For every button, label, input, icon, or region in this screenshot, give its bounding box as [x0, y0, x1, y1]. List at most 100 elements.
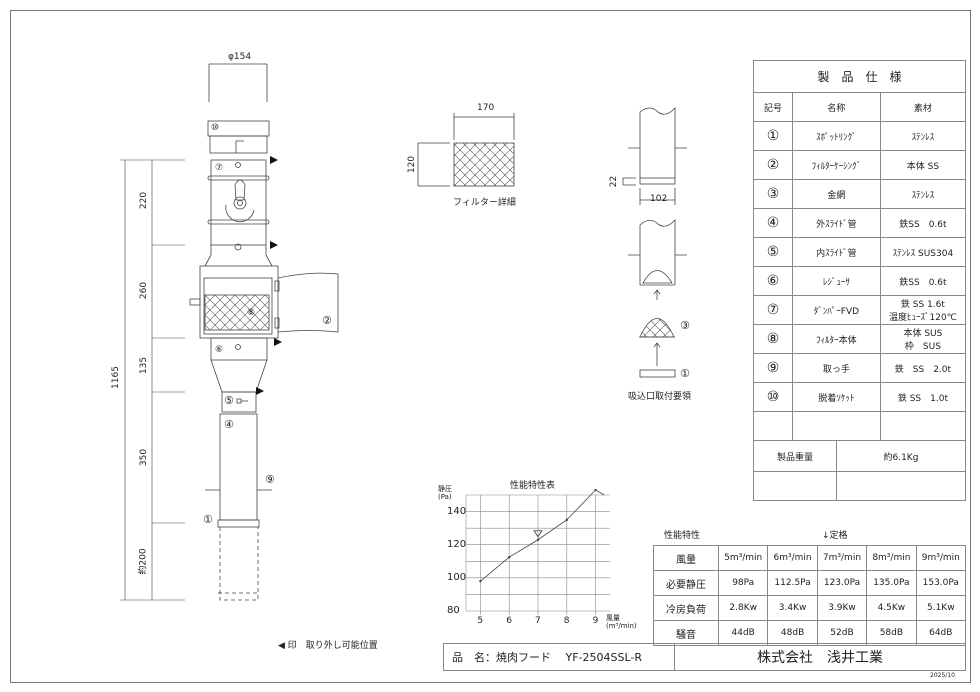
- spec-header-material: 素材: [879, 92, 967, 122]
- callout-4: ④: [224, 418, 234, 431]
- rated-point-marker: [533, 530, 543, 538]
- performance-label: 風量: [653, 545, 719, 571]
- spec-no: ①: [753, 121, 793, 151]
- spec-part-name: 内ｽﾗｲﾄﾞ管: [792, 237, 881, 267]
- performance-cell: 48dB: [767, 620, 818, 646]
- callout-3: ③: [680, 319, 690, 332]
- performance-cell: 64dB: [915, 620, 967, 646]
- drawing-frame: [10, 10, 971, 683]
- callout-7: ⑦: [215, 163, 224, 173]
- spec-row: ④ 外ｽﾗｲﾄﾞ管 鉄SS 0.6t: [753, 208, 967, 238]
- spec-no: ⑩: [753, 382, 793, 412]
- filter-door: [277, 272, 339, 333]
- dim-200: 約200: [138, 548, 149, 575]
- spec-title: 製 品 仕 様: [753, 60, 966, 93]
- chart-x-tick: 9: [592, 616, 599, 626]
- spec-part-name: ﾌｨﾙﾀｰｹｰｼﾝｸﾞ: [792, 150, 881, 180]
- spec-row: ③ 金網 ｽﾃﾝﾚｽ: [753, 179, 967, 209]
- spec-no: ⑧: [753, 324, 793, 354]
- dim-350: 350: [139, 448, 150, 467]
- removable-markers: [256, 156, 282, 395]
- product-name: 品 名：焼肉フード YF-2504SSL-R: [443, 643, 675, 671]
- dim-102: 102: [650, 194, 668, 204]
- performance-title: 性能特性: [664, 531, 701, 541]
- spec-part-name: 金網: [792, 179, 881, 209]
- chart-data-point: [536, 538, 540, 541]
- chart-y-tick: 120: [447, 538, 467, 550]
- reducer: [210, 337, 268, 361]
- performance-label: 必要静圧: [653, 570, 719, 596]
- performance-cell: 2.8Kw: [717, 595, 769, 621]
- rated-label: ↓定格: [822, 531, 848, 541]
- spec-row: ① ｽﾎﾟｯﾄﾘﾝｸﾞ ｽﾃﾝﾚｽ: [753, 121, 967, 151]
- performance-cell: 58dB: [866, 620, 917, 646]
- performance-cell: 8m³/min: [866, 545, 917, 571]
- spec-part-name: 外ｽﾗｲﾄﾞ管: [792, 208, 881, 238]
- performance-cell: 5m³/min: [717, 545, 769, 571]
- filter-mesh: [204, 294, 270, 331]
- chart-x-tick: 5: [477, 616, 484, 626]
- chart-y-tick: 80: [447, 605, 460, 616]
- spec-part-name: 脱着ｿｹｯﾄ: [792, 382, 881, 412]
- chart-title: 性能特性表: [510, 481, 556, 491]
- spec-row: ② ﾌｨﾙﾀｰｹｰｼﾝｸﾞ 本体 SS: [753, 150, 967, 180]
- spec-no: ④: [753, 208, 793, 238]
- spec-material: 鉄SS 0.6t: [879, 208, 967, 238]
- spec-part-name: ﾀﾞﾝﾊﾟｰFVD: [792, 295, 881, 325]
- spec-material: ｽﾃﾝﾚｽ: [879, 179, 967, 209]
- callout-8: ⑧: [247, 308, 256, 318]
- spec-material: 鉄 SS 2.0t: [879, 353, 967, 383]
- performance-cell: 112.5Pa: [767, 570, 818, 596]
- performance-label: 冷房負荷: [653, 595, 719, 621]
- callout-1: ①: [203, 513, 213, 526]
- chart-ylabel: 静圧 (Pa): [438, 485, 452, 501]
- chart-marks: [479, 488, 605, 583]
- performance-cell: 135.0Pa: [866, 570, 917, 596]
- performance-cell: 52dB: [816, 620, 868, 646]
- inlet-detail-drawing: [622, 106, 687, 378]
- chart-data-point: [565, 518, 569, 522]
- callout-2: ②: [322, 314, 332, 327]
- filter-detail-caption: フィルター詳細: [453, 198, 516, 208]
- spec-no: ⑦: [753, 295, 793, 325]
- spec-part-name: 取っ手: [792, 353, 881, 383]
- chart-x-tick: 6: [506, 616, 512, 626]
- dim-135: 135: [139, 356, 150, 375]
- chart-series-line: [480, 489, 605, 582]
- performance-cell: 9m³/min: [915, 545, 967, 571]
- weight-value: 約6.1Kg: [835, 440, 967, 472]
- filter-detail-drawing: [417, 113, 515, 187]
- chart-xlabel: 風量 (m³/min): [606, 614, 637, 630]
- spec-no: ③: [753, 179, 793, 209]
- filter-width: 170: [477, 103, 495, 113]
- dim-22: 22: [609, 175, 620, 188]
- inner-slide-pipe: [221, 391, 257, 413]
- weight-label: 製品重量: [753, 440, 837, 472]
- chart-y-tick: 140: [447, 505, 467, 517]
- removable-legend: ◀ 印 取り外し可能位置: [278, 641, 378, 651]
- spec-material: ｽﾃﾝﾚｽ: [879, 121, 967, 151]
- dimension-lines: [120, 159, 185, 601]
- spec-row: ⑥ ﾚｼﾞｭｰｻ 鉄SS 0.6t: [753, 266, 967, 296]
- performance-cell: 5.1Kw: [915, 595, 967, 621]
- chart-data-point: [508, 555, 511, 559]
- spec-material: 鉄SS 0.6t: [879, 266, 967, 296]
- spec-row: ⑩ 脱着ｿｹｯﾄ 鉄 SS 1.0t: [753, 382, 967, 412]
- spec-part-name: ﾌｨﾙﾀｰ本体: [792, 324, 881, 354]
- spec-row: ⑨ 取っ手 鉄 SS 2.0t: [753, 353, 967, 383]
- performance-cell: 7m³/min: [816, 545, 868, 571]
- performance-cell: 153.0Pa: [915, 570, 967, 596]
- main-assembly: [189, 63, 339, 601]
- chart-grid: [465, 494, 610, 615]
- chart-data-point: [479, 579, 482, 583]
- spec-material: ｽﾃﾝﾚｽ SUS304: [879, 237, 967, 267]
- inlet-detail-caption: 吸込口取付要領: [628, 392, 692, 402]
